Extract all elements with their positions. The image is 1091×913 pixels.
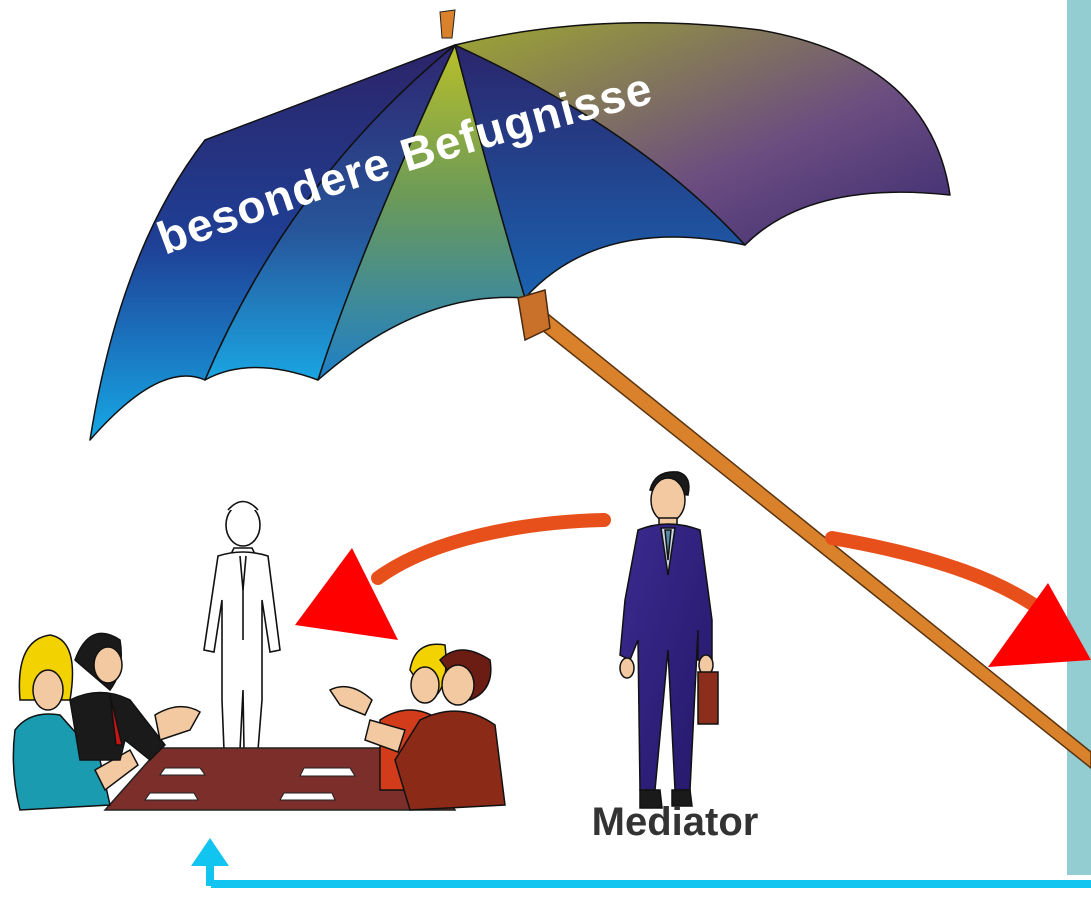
side-panel (1067, 0, 1091, 875)
umbrella-canopy (89, 22, 951, 441)
attendee-man-glasses (69, 632, 202, 762)
left-curved-arrow (295, 513, 611, 640)
outline-figure (203, 500, 281, 751)
umbrella-tip (439, 9, 456, 39)
mediator-label: Mediator (591, 800, 759, 844)
meeting-group (12, 632, 506, 811)
attendee-man-right (364, 649, 506, 811)
attendee-woman-left (12, 634, 139, 811)
feedback-arrow (191, 838, 1091, 888)
umbrella-handle (517, 289, 1091, 769)
right-curved-arrow (825, 531, 1091, 667)
canopy-panel-right (454, 22, 951, 246)
mediator-figure (619, 471, 719, 809)
